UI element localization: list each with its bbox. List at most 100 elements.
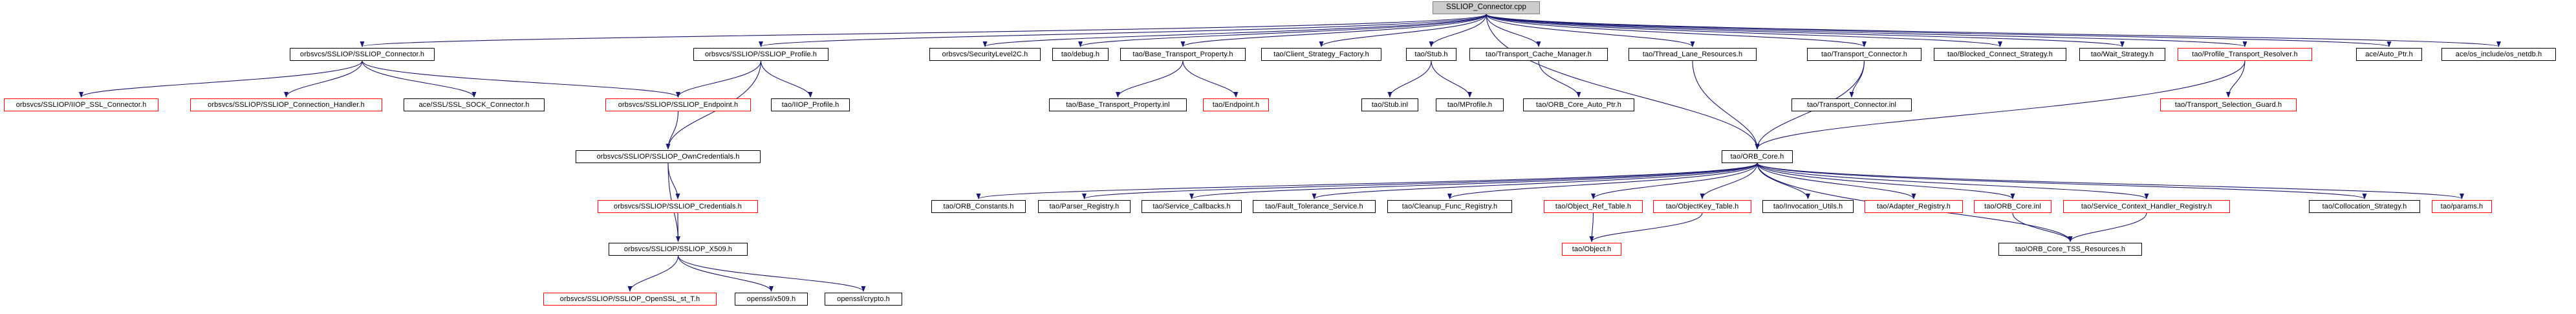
graph-node[interactable]: orbsvcs/SSLIOP/SSLIOP_OwnCredentials.h — [576, 150, 761, 163]
graph-node[interactable]: orbsvcs/SSLIOP/SSLIOP_OpenSSL_st_T.h — [543, 293, 717, 306]
graph-node[interactable]: tao/Adapter_Registry.h — [1865, 200, 1963, 213]
graph-edge — [362, 60, 477, 98]
graph-node[interactable]: tao/Collocation_Strategy.h — [2309, 200, 2420, 213]
graph-edge — [977, 163, 1758, 199]
graph-node[interactable]: tao/Parser_Registry.h — [1038, 200, 1131, 213]
graph-node-label: tao/Service_Context_Handler_Registry.h — [2081, 202, 2213, 210]
graph-node[interactable]: tao/Transport_Connector.inl — [1791, 98, 1912, 111]
graph-node[interactable]: tao/Wait_Strategy.h — [2079, 48, 2165, 61]
graph-edge — [1757, 163, 1916, 199]
graph-node-root[interactable]: SSLIOP_Connector.cpp — [1433, 1, 1540, 14]
graph-node-label: tao/params.h — [2440, 202, 2484, 210]
graph-edge — [1538, 60, 1581, 98]
graph-node-label: tao/Wait_Strategy.h — [2090, 50, 2154, 58]
graph-node[interactable]: tao/Object_Ref_Table.h — [1544, 200, 1643, 213]
graph-edge — [1486, 14, 2125, 47]
graph-node[interactable]: orbsvcs/SSLIOP/SSLIOP_X509.h — [609, 243, 748, 256]
graph-node-label: tao/Base_Transport_Property.h — [1132, 50, 1233, 58]
graph-node-label: tao/Blocked_Connect_Strategy.h — [1947, 50, 2053, 58]
graph-node-label: tao/Transport_Connector.h — [1821, 50, 1907, 58]
graph-node[interactable]: openssl/crypto.h — [825, 293, 902, 306]
graph-edge — [1757, 163, 2015, 199]
graph-node[interactable]: tao/ORB_Core_Auto_Ptr.h — [1523, 98, 1634, 111]
graph-node-label: tao/Base_Transport_Property.inl — [1066, 100, 1170, 109]
graph-node-label: tao/ORB_Core.h — [1730, 152, 1784, 161]
graph-edge — [1591, 163, 1758, 199]
graph-edge — [1486, 14, 2501, 47]
graph-node[interactable]: tao/Object.h — [1562, 243, 1621, 256]
graph-node-label: tao/Transport_Cache_Manager.h — [1486, 50, 1592, 58]
graph-edge — [1849, 60, 1865, 98]
graph-node-label: orbsvcs/SSLIOP/SSLIOP_OwnCredentials.h — [596, 152, 740, 161]
graph-node[interactable]: tao/Invocation_Utils.h — [1762, 200, 1854, 213]
graph-node-label: tao/Adapter_Registry.h — [1877, 202, 1951, 210]
graph-edge — [1180, 14, 1487, 47]
graph-node-label: tao/Transport_Connector.inl — [1806, 100, 1897, 109]
graph-node[interactable]: tao/Service_Context_Handler_Registry.h — [2063, 200, 2230, 213]
graph-edge — [1431, 60, 1472, 98]
graph-node-label: tao/Transport_Selection_Guard.h — [2174, 100, 2282, 109]
graph-node[interactable]: tao/params.h — [2432, 200, 2492, 213]
graph-edge — [1700, 163, 1758, 199]
graph-edge — [1182, 60, 1239, 98]
graph-node[interactable]: tao/Endpoint.h — [1203, 98, 1269, 111]
graph-node[interactable]: tao/Service_Callbacks.h — [1142, 200, 1242, 213]
graph-edge — [1189, 163, 1758, 199]
graph-node[interactable]: tao/ORB_Core.h — [1722, 150, 1793, 163]
graph-edge — [666, 111, 679, 150]
graph-node[interactable]: tao/ObjectKey_Table.h — [1653, 200, 1751, 213]
graph-node[interactable]: ace/Auto_Ptr.h — [2356, 48, 2422, 61]
graph-node[interactable]: tao/ORB_Constants.h — [931, 200, 1026, 213]
graph-node[interactable]: tao/Thread_Lane_Resources.h — [1629, 48, 1757, 61]
graph-edge — [1078, 14, 1487, 47]
graph-edge — [360, 14, 1487, 47]
graph-node[interactable]: ace/os_include/os_netdb.h — [2441, 48, 2556, 61]
graph-node[interactable]: tao/Profile_Transport_Resolver.h — [2178, 48, 2312, 61]
graph-node-label: tao/Object_Ref_Table.h — [1555, 202, 1632, 210]
graph-node-label: orbsvcs/SSLIOP/SSLIOP_OpenSSL_st_T.h — [559, 295, 700, 303]
graph-node[interactable]: tao/Transport_Connector.h — [1807, 48, 1921, 61]
graph-node[interactable]: tao/Base_Transport_Property.h — [1120, 48, 1246, 61]
graph-node[interactable]: orbsvcs/SSLIOP/SSLIOP_Credentials.h — [598, 200, 758, 213]
graph-node-label: tao/Endpoint.h — [1212, 100, 1260, 109]
graph-node[interactable]: orbsvcs/SSLIOP/SSLIOP_Connector.h — [290, 48, 435, 61]
graph-node-label: tao/Service_Callbacks.h — [1153, 202, 1231, 210]
graph-edge — [2226, 60, 2246, 98]
graph-node-label: orbsvcs/SSLIOP/SSLIOP_Endpoint.h — [618, 100, 739, 109]
graph-node[interactable]: tao/Transport_Selection_Guard.h — [2160, 98, 2297, 111]
graph-node-label: tao/Collocation_Strategy.h — [2322, 202, 2407, 210]
graph-node[interactable]: orbsvcs/SSLIOP/SSLIOP_Connection_Handler… — [190, 98, 382, 111]
graph-node[interactable]: tao/MProfile.h — [1436, 98, 1504, 111]
graph-node[interactable]: tao/IIOP_Profile.h — [771, 98, 850, 111]
graph-node[interactable]: orbsvcs/SSLIOP/SSLIOP_Profile.h — [693, 48, 828, 61]
graph-node[interactable]: ace/SSL/SSL_SOCK_Connector.h — [404, 98, 545, 111]
graph-node[interactable]: openssl/x509.h — [735, 293, 808, 306]
graph-node-label: tao/debug.h — [1061, 50, 1100, 58]
graph-node[interactable]: tao/ORB_Core_TSS_Resources.h — [1998, 243, 2142, 256]
graph-node[interactable]: tao/Transport_Cache_Manager.h — [1469, 48, 1608, 61]
graph-edge — [1486, 14, 1760, 150]
graph-edge — [1319, 14, 1487, 47]
graph-node-label: SSLIOP_Connector.cpp — [1445, 3, 1527, 12]
graph-node[interactable]: tao/Client_Strategy_Factory.h — [1261, 48, 1381, 61]
graph-node[interactable]: tao/Cleanup_Func_Registry.h — [1387, 200, 1512, 213]
graph-node[interactable]: tao/Fault_Tolerance_Service.h — [1253, 200, 1376, 213]
graph-node[interactable]: tao/Stub.h — [1406, 48, 1456, 61]
graph-edge — [677, 255, 774, 292]
graph-node[interactable]: orbsvcs/SSLIOP/IIOP_SSL_Connector.h — [4, 98, 158, 111]
graph-node-label: tao/Stub.inl — [1371, 100, 1409, 109]
graph-edge — [1589, 212, 1703, 242]
graph-node[interactable]: tao/Blocked_Connect_Strategy.h — [1934, 48, 2066, 61]
graph-node-label: tao/Client_Strategy_Factory.h — [1273, 50, 1369, 58]
graph-edge — [1486, 14, 2247, 47]
graph-node-label: orbsvcs/SSLIOP/IIOP_SSL_Connector.h — [16, 100, 147, 109]
graph-node[interactable]: tao/debug.h — [1052, 48, 1109, 61]
graph-node-label: orbsvcs/SSLIOP/SSLIOP_Connection_Handler… — [208, 100, 365, 109]
graph-node[interactable]: orbsvcs/SecurityLevel2C.h — [929, 48, 1041, 61]
graph-node[interactable]: orbsvcs/SSLIOP/SSLIOP_Endpoint.h — [605, 98, 751, 111]
graph-node[interactable]: tao/ORB_Core.inl — [1974, 200, 2051, 213]
graph-node[interactable]: tao/Stub.inl — [1361, 98, 1418, 111]
graph-node[interactable]: tao/Base_Transport_Property.inl — [1049, 98, 1187, 111]
graph-edge — [760, 60, 813, 98]
